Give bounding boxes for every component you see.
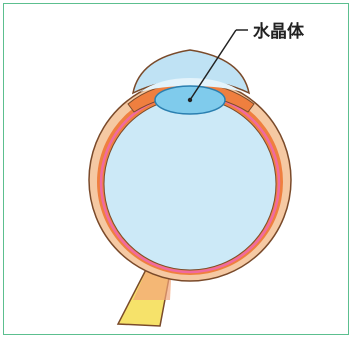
lens-label: 水晶体 xyxy=(253,17,304,42)
vitreous-body xyxy=(104,98,276,270)
lens-pointer-dot xyxy=(188,98,192,102)
